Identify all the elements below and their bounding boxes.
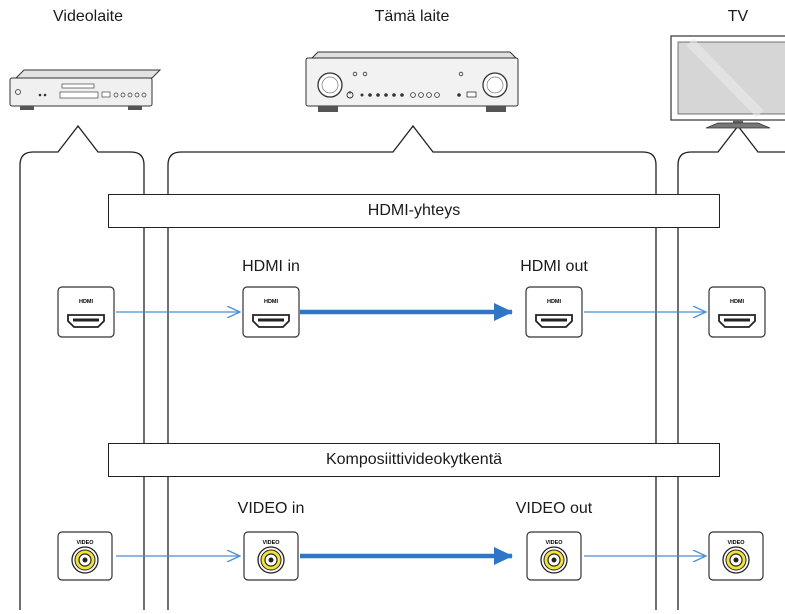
- video-port-in: VIDEO: [243, 531, 299, 581]
- video-player-icon: [9, 69, 162, 110]
- av-receiver-icon: [305, 51, 519, 112]
- tv-device-label: TV: [727, 8, 749, 25]
- video-badge-tv: VIDEO: [727, 540, 745, 546]
- hdmi-port-tv: HDMI: [708, 286, 766, 338]
- video-port-out: VIDEO: [526, 531, 582, 581]
- receiver-frame: [167, 124, 657, 610]
- hdmi-in-label: HDMI in: [242, 258, 300, 275]
- video-badge-source: VIDEO: [76, 540, 94, 546]
- hdmi-badge-tv: HDMI: [730, 299, 745, 305]
- source-device-label: Videolaite: [53, 8, 123, 25]
- video-port-tv: VIDEO: [708, 531, 764, 581]
- video-out-label: VIDEO out: [515, 500, 593, 517]
- hdmi-badge-in: HDMI: [264, 299, 279, 305]
- video-badge-out: VIDEO: [545, 540, 563, 546]
- composite-section-band: Komposiittivideokytkentä: [108, 443, 720, 477]
- hdmi-port-in: HDMI: [242, 286, 300, 338]
- composite-section-title: Komposiittivideokytkentä: [325, 451, 503, 468]
- hdmi-section-title: HDMI-yhteys: [367, 202, 461, 219]
- hdmi-out-label: HDMI out: [520, 258, 588, 275]
- video-badge-in: VIDEO: [262, 540, 280, 546]
- source-frame: [19, 124, 145, 610]
- hdmi-section-band: HDMI-yhteys: [108, 194, 720, 228]
- receiver-device-label: Tämä laite: [374, 8, 450, 25]
- hdmi-badge-out: HDMI: [547, 299, 562, 305]
- tv-icon: [670, 35, 785, 129]
- video-in-label: VIDEO in: [237, 500, 305, 517]
- tv-frame: [677, 124, 785, 610]
- hdmi-badge-source: HDMI: [79, 299, 94, 305]
- video-port-source: VIDEO: [57, 531, 113, 581]
- hdmi-port-source: HDMI: [57, 286, 115, 338]
- hdmi-port-out: HDMI: [525, 286, 583, 338]
